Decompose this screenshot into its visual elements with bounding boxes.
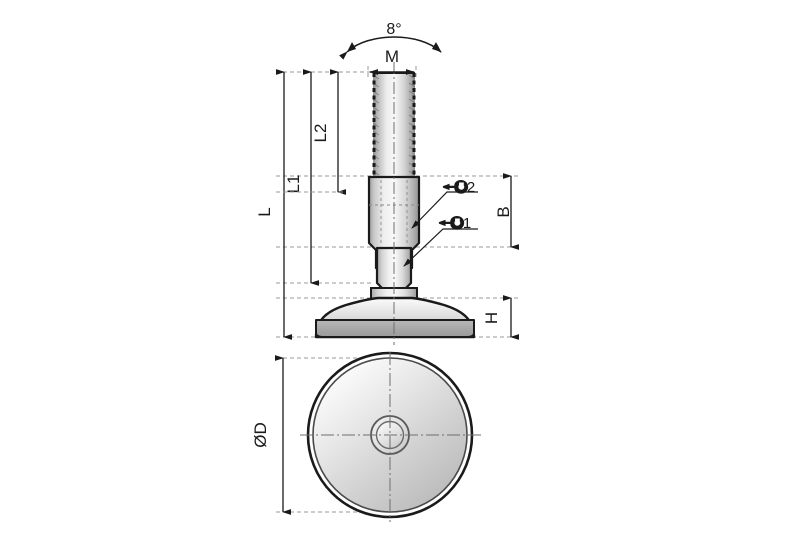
- thread-profile-left: [372, 74, 380, 176]
- dimension-label-thread: M: [385, 47, 399, 66]
- callout-leader-1: [403, 228, 478, 267]
- dimension-label-B: B: [494, 206, 513, 217]
- dimension-label-L1: L1: [284, 175, 303, 194]
- dimension-line-L2: [276, 69, 346, 195]
- callout-leader-2: [411, 191, 478, 229]
- wrench-icon: [438, 216, 465, 230]
- dimension-label-L2: L2: [311, 124, 330, 143]
- callout-label-1: 1: [463, 215, 471, 232]
- dimension-label-angle: 8°: [386, 21, 401, 38]
- dimension-label-diameter: ØD: [251, 422, 270, 448]
- foot-elevation-view: [314, 62, 476, 345]
- dimension-label-H: H: [482, 312, 501, 324]
- wrench-icon: [442, 180, 469, 194]
- tilt-angle-indicator: [339, 36, 442, 60]
- thread-profile-right: [408, 74, 416, 176]
- callout-label-2: 2: [467, 179, 475, 196]
- dimension-label-L: L: [255, 207, 274, 216]
- base-plate: [314, 296, 476, 339]
- foot-plan-view: [300, 351, 482, 522]
